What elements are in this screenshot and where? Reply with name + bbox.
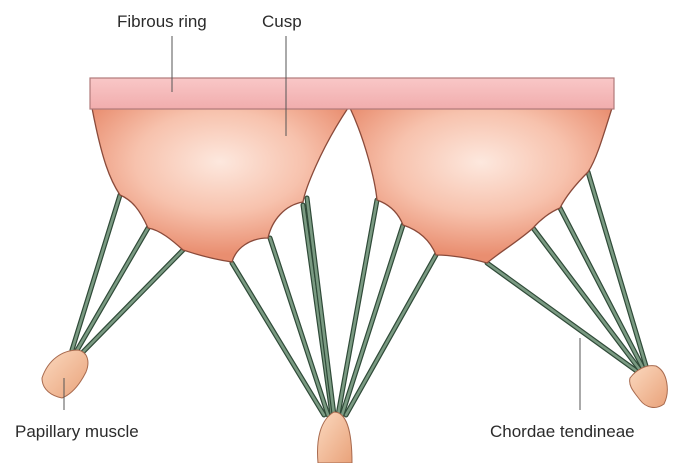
papillary-muscle-left [42, 350, 88, 398]
chorda-tendinea-core [80, 250, 183, 355]
papillary-muscle-right [630, 366, 668, 408]
fibrous-ring [90, 78, 614, 109]
chorda-tendinea-core [72, 195, 120, 350]
chorda-tendinea-core [232, 263, 324, 415]
papillary-muscle-center [318, 412, 352, 463]
chorda-tendinea-core [342, 225, 403, 415]
papillary-muscle-label: Papillary muscle [15, 423, 139, 440]
chorda-tendinea-core [338, 200, 377, 415]
chorda-tendinea-core [76, 228, 148, 352]
papillary-muscles [42, 350, 667, 463]
cusps [92, 108, 612, 263]
chorda-tendinea-core [346, 255, 436, 415]
fibrous-ring-label: Fibrous ring [117, 13, 207, 30]
cusp-label: Cusp [262, 13, 302, 30]
chorda-tendinea-core [307, 198, 334, 415]
cusp-right [350, 108, 612, 263]
chordae-tendineae-label: Chordae tendineae [490, 423, 635, 440]
